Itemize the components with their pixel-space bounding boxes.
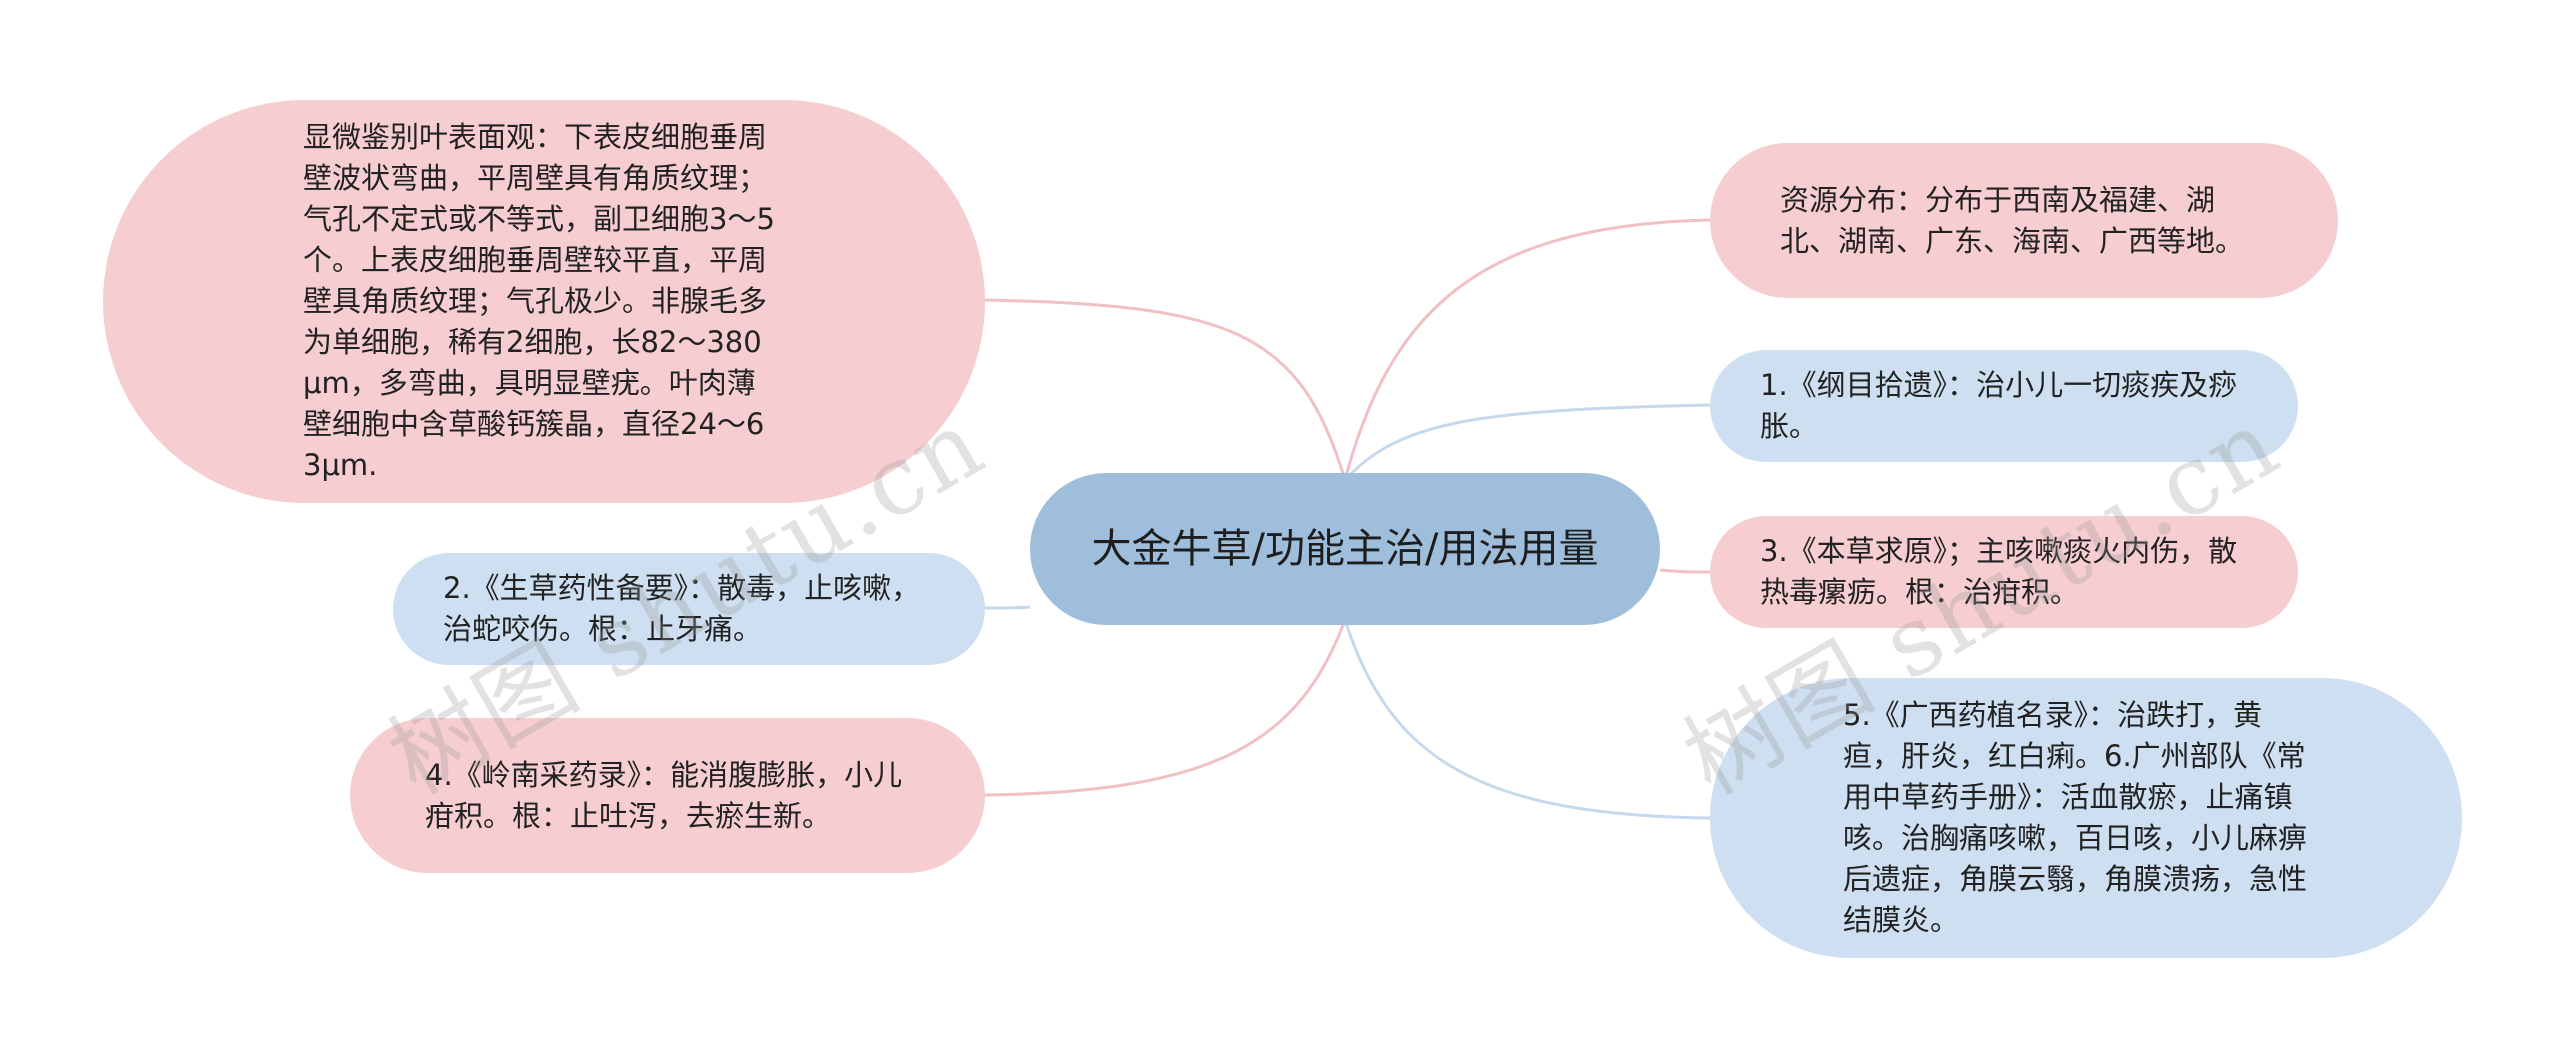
central-topic-label: 大金牛草/功能主治/用法用量 bbox=[1091, 526, 1599, 572]
connector-gangmu bbox=[1343, 403, 1711, 482]
node-ziyuan: 资源分布：分布于西南及福建、湖北、湖南、广东、海南、广西等地。 bbox=[1710, 143, 2338, 298]
node-micro: 显微鉴别叶表面观：下表皮细胞垂周壁波状弯曲，平周壁具有角质纹理；气孔不定式或不等… bbox=[103, 100, 985, 503]
node-guangxi-text: 5.《广西药植名录》：治跌打，黄疸，肝炎，红白痢。6.广州部队《常用中草药手册》… bbox=[1843, 698, 2308, 937]
central-topic: 大金牛草/功能主治/用法用量 bbox=[1030, 473, 1660, 625]
connector-ziyuan bbox=[1343, 218, 1711, 481]
node-ziyuan-text: 资源分布：分布于西南及福建、湖北、湖南、广东、海南、广西等地。 bbox=[1780, 182, 2245, 258]
node-micro-text: 显微鉴别叶表面观：下表皮细胞垂周壁波状弯曲，平周壁具有角质纹理；气孔不定式或不等… bbox=[303, 120, 775, 482]
connector-lingnan bbox=[984, 619, 1347, 797]
node-guangxi: 5.《广西药植名录》：治跌打，黄疸，肝炎，红白痢。6.广州部队《常用中草药手册》… bbox=[1710, 678, 2462, 958]
connector-micro bbox=[984, 298, 1347, 481]
connector-shengcao bbox=[984, 605, 1031, 610]
node-gangmu: 1.《纲目拾遗》：治小儿一切痰疾及痧胀。 bbox=[1710, 350, 2298, 462]
node-lingnan-text: 4.《岭南采药录》：能消腹膨胀，小儿疳积。根：止吐泻，去瘀生新。 bbox=[425, 757, 903, 833]
connector-guangxi bbox=[1343, 619, 1711, 820]
node-lingnan: 4.《岭南采药录》：能消腹膨胀，小儿疳积。根：止吐泻，去瘀生新。 bbox=[350, 718, 985, 873]
node-bencao: 3.《本草求原》；主咳嗽痰火内伤，散热毒瘰疬。根：治疳积。 bbox=[1710, 516, 2298, 628]
node-shengcao: 2.《生草药性备要》：散毒，止咳嗽，治蛇咬伤。根：止牙痛。 bbox=[393, 553, 985, 665]
connector-bencao bbox=[1659, 568, 1711, 574]
node-shengcao-text: 2.《生草药性备要》：散毒，止咳嗽，治蛇咬伤。根：止牙痛。 bbox=[443, 571, 921, 646]
node-bencao-text: 3.《本草求原》；主咳嗽痰火内伤，散热毒瘰疬。根：治疳积。 bbox=[1760, 534, 2238, 609]
node-gangmu-text: 1.《纲目拾遗》：治小儿一切痰疾及痧胀。 bbox=[1760, 368, 2238, 443]
